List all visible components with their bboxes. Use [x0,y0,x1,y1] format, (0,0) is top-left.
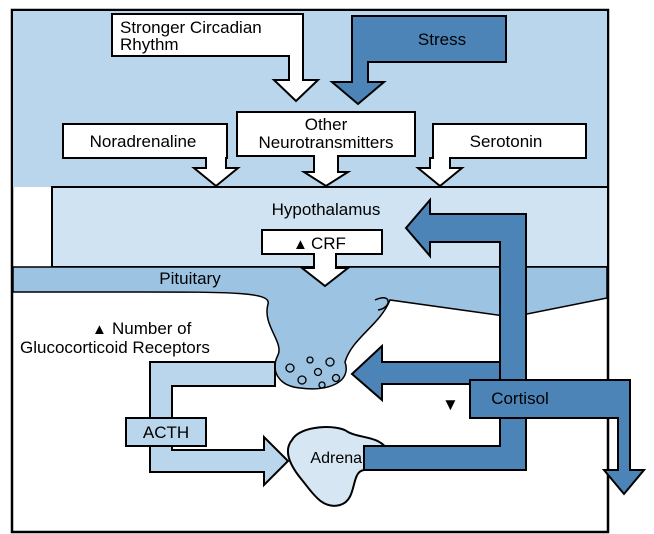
cortisol-marker: ▼ [442,395,459,414]
circadian-label-line1: Stronger Circadian [120,18,262,37]
circadian-label-line2: Rhythm [120,35,179,54]
stress-label: Stress [418,30,466,49]
pituitary-label: Pituitary [159,269,221,288]
acth-label: ACTH [143,423,189,442]
noradrenaline-label: Noradrenaline [90,132,197,151]
receptors-label-line1: Number of [112,319,192,338]
cortisol-label: Cortisol [491,389,549,408]
noradrenaline-arrow [62,123,241,188]
receptors-label-line2: Glucocorticoid Receptors [20,338,210,357]
adrenal-label: Adrenal [310,450,365,467]
receptor-dots [285,356,341,389]
pituitary-lobe [374,297,389,311]
other-label-line2: Neurotransmitters [258,133,393,152]
hypothalamus-label: Hypothalamus [272,200,381,219]
stress-arrow [329,15,507,106]
crf-marker: ▲ [293,236,308,253]
acth-arrow [149,361,290,488]
serotonin-arrow [415,123,587,188]
serotonin-label: Serotonin [470,132,543,151]
brain-region [13,11,607,187]
cortisol-outflow-arrow [469,379,647,496]
cortisol-feedback-hypothalamus-arrow [363,197,527,471]
circadian-arrow [111,13,321,103]
receptors-marker: ▲ [92,321,107,338]
crf-arrow [261,229,383,288]
crf-label: CRF [311,234,346,253]
other-label-line1: Other [305,115,348,134]
acth-label-box [125,417,207,447]
other-neurotransmitters-arrow [236,111,416,188]
pituitary-region [12,266,608,390]
